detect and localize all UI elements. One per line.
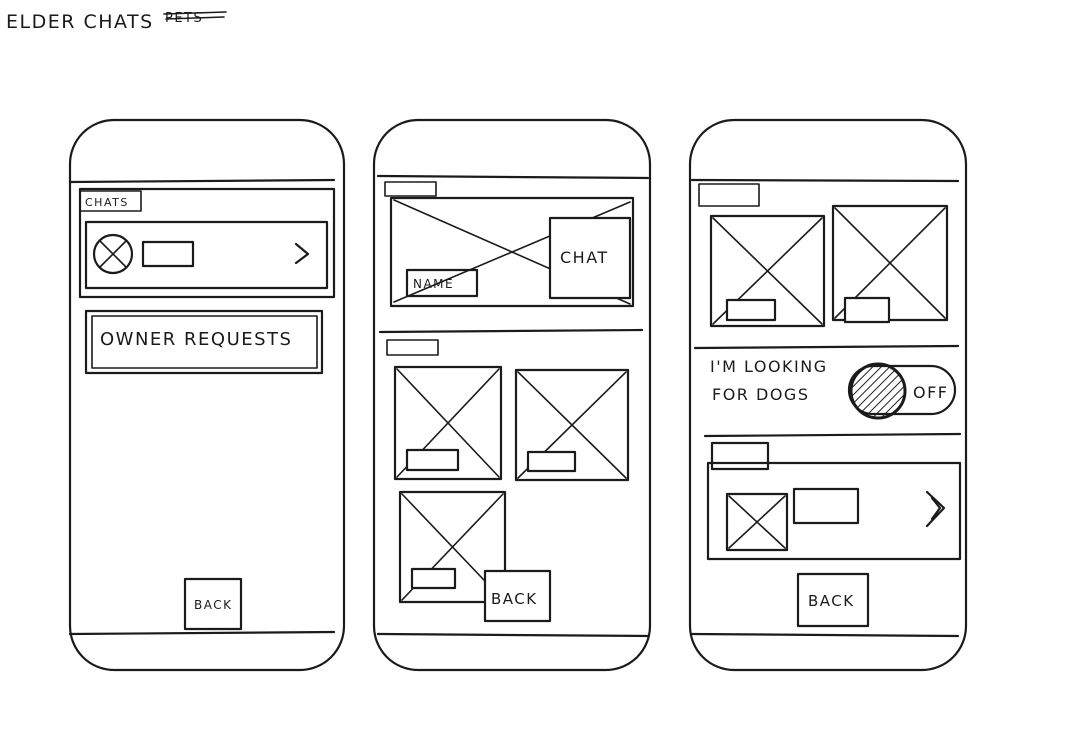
caption-placeholder bbox=[405, 448, 460, 472]
status-bar-divider bbox=[376, 174, 650, 180]
chat-button-label: CHAT bbox=[560, 248, 609, 267]
page-title: ELDER CHATS bbox=[6, 11, 154, 33]
back-button-label: BACK bbox=[491, 590, 538, 608]
phone-screen-profile: NAME CHAT bbox=[372, 118, 652, 672]
section-divider bbox=[693, 344, 960, 350]
phone-screen-chats: CHATS OWNER REQUESTS BACK bbox=[68, 118, 346, 672]
owner-requests-inner-frame bbox=[91, 315, 318, 369]
chats-label-box bbox=[79, 190, 142, 212]
section-title-placeholder bbox=[698, 183, 760, 207]
toggle-state-label: OFF bbox=[913, 383, 949, 402]
chat-row[interactable] bbox=[84, 220, 329, 290]
section-title-placeholder bbox=[386, 339, 439, 356]
caption-placeholder bbox=[843, 296, 891, 324]
looking-for-line2: FOR DOGS bbox=[712, 385, 809, 404]
nav-bar-divider bbox=[376, 632, 650, 638]
avatar-circle bbox=[92, 233, 134, 275]
caption-placeholder bbox=[526, 450, 577, 473]
chevron-right-icon[interactable] bbox=[925, 490, 946, 528]
profile-image-placeholder bbox=[389, 196, 635, 308]
toggle-track[interactable] bbox=[847, 364, 957, 416]
name-tag-frame bbox=[405, 268, 479, 298]
photo-grid bbox=[386, 339, 630, 604]
name-tag: NAME bbox=[405, 268, 479, 298]
chats-card bbox=[78, 187, 336, 299]
looking-for-dogs-setting: I'M LOOKING FOR DOGS OFF bbox=[710, 357, 957, 420]
chat-name-placeholder bbox=[141, 240, 195, 268]
back-button-frame[interactable] bbox=[183, 577, 243, 631]
toggle-knob[interactable] bbox=[849, 362, 907, 420]
list-section bbox=[706, 441, 962, 561]
section-divider bbox=[703, 432, 962, 438]
looking-for-line1: I'M LOOKING bbox=[710, 357, 828, 376]
list-item-frame[interactable] bbox=[706, 461, 962, 561]
phone-frame bbox=[68, 118, 346, 672]
back-button[interactable]: BACK bbox=[483, 569, 552, 623]
caption-placeholder bbox=[410, 567, 457, 590]
photo-tile-frame[interactable] bbox=[514, 368, 630, 482]
list-item[interactable] bbox=[706, 461, 962, 561]
owner-requests-label: OWNER REQUESTS bbox=[100, 329, 292, 350]
thumbnail-frame bbox=[725, 492, 789, 552]
phone-frame bbox=[372, 118, 652, 672]
chat-row-frame[interactable] bbox=[84, 220, 329, 290]
photo-tile[interactable] bbox=[393, 365, 503, 481]
name-label: NAME bbox=[413, 277, 454, 291]
chevron-right-icon[interactable] bbox=[294, 242, 310, 265]
photo-row bbox=[698, 183, 949, 328]
page-header: ELDER CHATS PETS bbox=[6, 11, 227, 33]
image-placeholder-x bbox=[728, 495, 786, 549]
chat-button-frame[interactable] bbox=[548, 216, 632, 300]
profile-header: NAME CHAT bbox=[384, 181, 635, 308]
photo-tile[interactable] bbox=[514, 368, 630, 482]
phone-frame bbox=[688, 118, 968, 672]
list-item-thumbnail bbox=[725, 492, 789, 552]
back-button-frame[interactable] bbox=[483, 569, 552, 623]
section-title-placeholder bbox=[384, 181, 437, 197]
owner-requests-button[interactable]: OWNER REQUESTS bbox=[84, 309, 324, 375]
photo-tile-frame[interactable] bbox=[393, 365, 503, 481]
back-button-label: BACK bbox=[808, 592, 855, 610]
caption-placeholder bbox=[725, 298, 777, 322]
looking-for-dogs-toggle[interactable]: OFF bbox=[847, 362, 957, 420]
photo-tile[interactable] bbox=[398, 490, 507, 604]
photo-tile-frame[interactable] bbox=[709, 214, 826, 328]
back-button[interactable]: BACK bbox=[183, 577, 243, 631]
strikethrough-lines bbox=[163, 11, 227, 20]
list-item-text-placeholder bbox=[792, 487, 860, 525]
status-bar-divider bbox=[68, 178, 336, 184]
photo-tile[interactable] bbox=[709, 214, 826, 328]
back-button[interactable]: BACK bbox=[796, 572, 870, 628]
owner-requests-frame[interactable] bbox=[84, 309, 324, 375]
back-button-label: BACK bbox=[194, 598, 232, 612]
back-button-frame[interactable] bbox=[796, 572, 870, 628]
avatar bbox=[92, 233, 134, 275]
chats-label: CHATS bbox=[85, 196, 129, 209]
section-divider bbox=[378, 328, 644, 334]
photo-tile[interactable] bbox=[831, 204, 949, 324]
chats-section: CHATS bbox=[78, 187, 336, 299]
section-title-placeholder bbox=[710, 441, 770, 471]
status-bar-divider bbox=[690, 178, 960, 183]
avatar-placeholder-x bbox=[99, 240, 127, 268]
chat-button[interactable]: CHAT bbox=[548, 216, 632, 300]
nav-bar-divider bbox=[68, 630, 336, 636]
photo-tile-frame[interactable] bbox=[398, 490, 507, 604]
nav-bar-divider bbox=[690, 632, 960, 638]
phone-screen-preferences: I'M LOOKING FOR DOGS OFF bbox=[688, 118, 968, 672]
